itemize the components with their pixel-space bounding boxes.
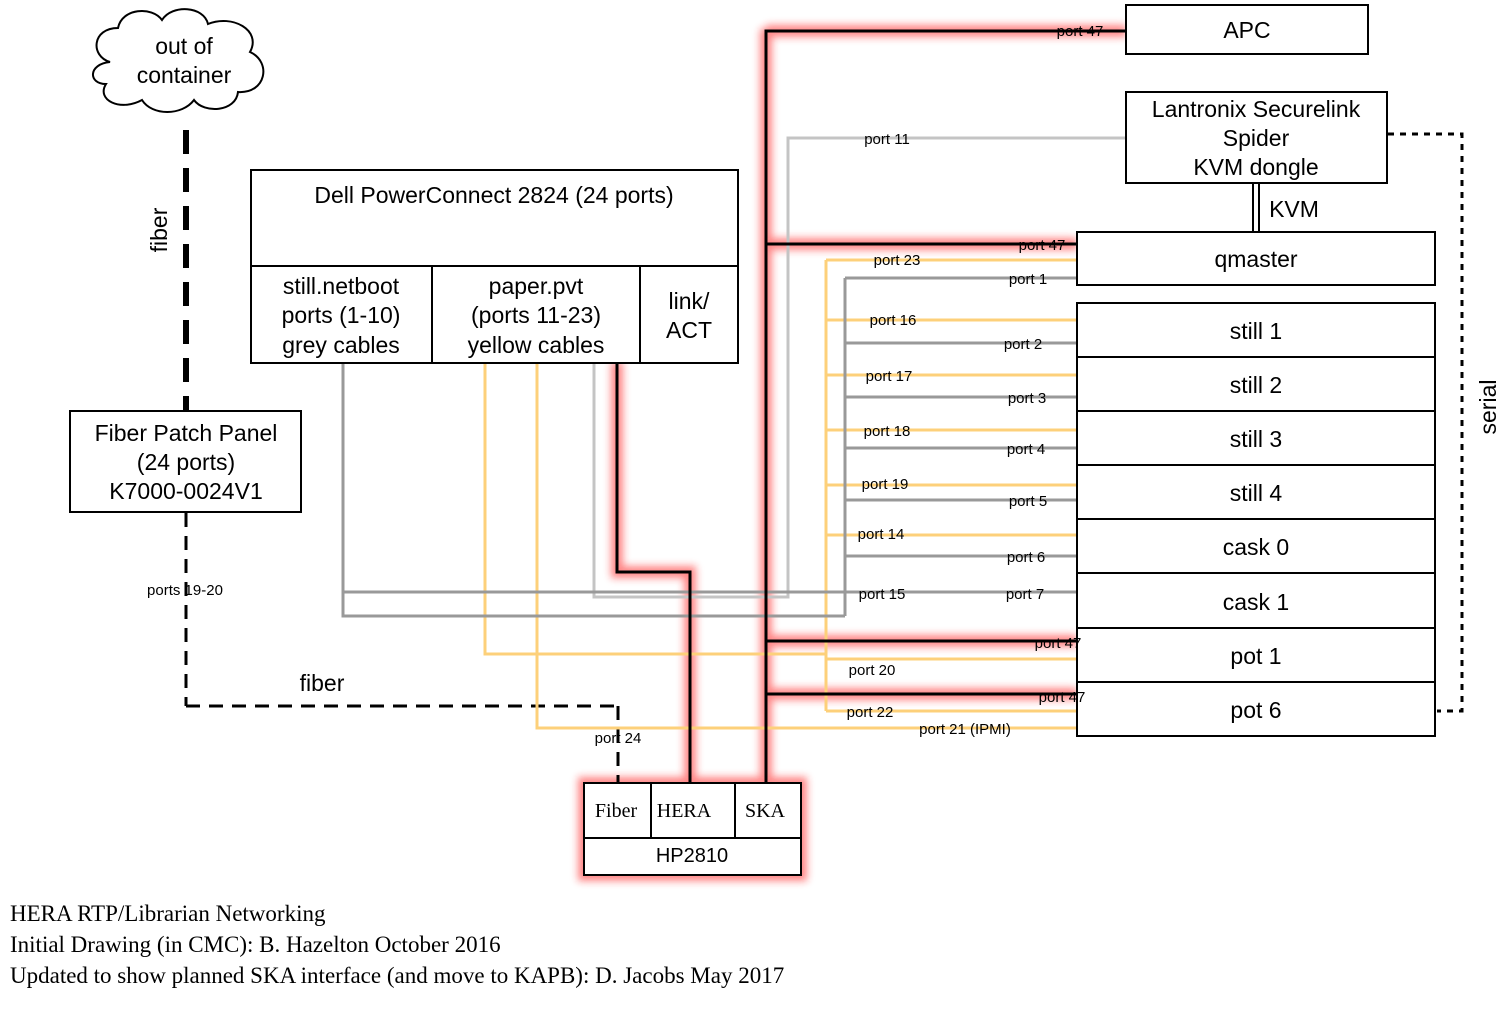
port-label-cask0-grey: port 6 — [1007, 549, 1045, 566]
paper-pvt-line1: paper.pvt — [489, 273, 584, 299]
fiber-vertical-label: fiber — [146, 207, 172, 252]
port-label-qmaster-yellow: port 23 — [874, 252, 921, 269]
apc-box: APC — [1125, 4, 1369, 55]
node-still-1: still 1 — [1230, 318, 1282, 344]
still-netboot-line3: grey cables — [282, 332, 400, 358]
grey-cables — [341, 276, 1077, 618]
port-label-pot1-ska: port 47 — [1035, 635, 1082, 652]
port-label-cask1-yellow: port 15 — [859, 586, 906, 603]
diagram-credits: HERA RTP/Librarian Networking Initial Dr… — [10, 898, 784, 991]
credits-initial: Initial Drawing (in CMC): B. Hazelton Oc… — [10, 932, 501, 957]
link-act-line1: link/ — [669, 288, 711, 314]
node-still-4: still 4 — [1230, 480, 1283, 506]
paper-pvt-line3: yellow cables — [468, 332, 605, 358]
kvm-label: KVM — [1269, 196, 1319, 222]
port-label-hp-fiber: port 24 — [595, 730, 642, 747]
port-label-ipmi: port 21 (IPMI) — [919, 721, 1011, 738]
lantronix-line2: Spider — [1223, 125, 1290, 151]
link-act-line2: ACT — [666, 317, 712, 343]
fiber-patch-panel: Fiber Patch Panel (24 ports) K7000-0024V… — [69, 410, 302, 513]
fiber-links — [183, 130, 620, 783]
serial-label: serial — [1475, 380, 1501, 435]
light-grey-cable — [592, 136, 1126, 599]
node-still-2: still 2 — [1230, 372, 1282, 398]
hp-port-fiber: Fiber — [595, 800, 638, 822]
still-netboot-line1: still.netboot — [283, 273, 400, 299]
port-label-still3-yellow: port 18 — [864, 423, 911, 440]
lantronix-line1: Lantronix Securelink — [1152, 96, 1361, 122]
port-label-pot1-yellow: port 20 — [849, 662, 896, 679]
node-cask-1: cask 1 — [1223, 589, 1289, 615]
fiber-horizontal-label: fiber — [300, 670, 345, 696]
lantronix-box: Lantronix Securelink Spider KVM dongle — [1125, 91, 1388, 184]
port-label-still3-grey: port 4 — [1007, 441, 1045, 458]
port-label-pot6-yellow: port 22 — [847, 704, 894, 721]
serial-link — [1388, 132, 1464, 713]
port-label-still4-yellow: port 19 — [862, 476, 909, 493]
port-label-qmaster-ska: port 47 — [1019, 237, 1066, 254]
black-cables — [615, 29, 1126, 783]
port-label-still1-grey: port 2 — [1004, 336, 1042, 353]
hp2810-name: HP2810 — [656, 845, 728, 867]
port-label-apc: port 47 — [1057, 23, 1104, 40]
credits-title: HERA RTP/Librarian Networking — [10, 901, 326, 926]
cloud-label-line1: out of — [155, 33, 213, 59]
node-still-3: still 3 — [1230, 426, 1282, 452]
fiber-panel-line2: (24 ports) — [137, 449, 235, 475]
port-labels: port 47 port 11 port 47 port 23 port 1 p… — [147, 23, 1103, 747]
hp-port-hera: HERA — [657, 800, 712, 822]
port-label-panel: ports 19-20 — [147, 582, 223, 599]
port-label-cask1-grey: port 7 — [1006, 586, 1044, 603]
node-qmaster: qmaster — [1214, 246, 1297, 272]
dell-powerconnect-switch: Dell PowerConnect 2824 (24 ports) still.… — [250, 169, 739, 364]
kvm-link — [1252, 183, 1260, 232]
node-cask-0: cask 0 — [1223, 534, 1289, 560]
port-label-still4-grey: port 5 — [1009, 493, 1047, 510]
node-pot-6: pot 6 — [1230, 697, 1281, 723]
port-label-pot6-ska: port 47 — [1039, 689, 1086, 706]
port-label-still2-yellow: port 17 — [866, 368, 913, 385]
still-netboot-line2: ports (1-10) — [282, 302, 401, 328]
dell-title: Dell PowerConnect 2824 (24 ports) — [314, 182, 673, 208]
port-label-still2-grey: port 3 — [1008, 390, 1046, 407]
fiber-panel-line1: Fiber Patch Panel — [95, 420, 278, 446]
paper-pvt-line2: (ports 11-23) — [471, 302, 601, 328]
hp-port-ska: SKA — [745, 800, 786, 822]
apc-label: APC — [1223, 17, 1270, 43]
port-label-still1-yellow: port 16 — [870, 312, 917, 329]
port-label-lantronix: port 11 — [864, 131, 910, 148]
lantronix-line3: KVM dongle — [1193, 154, 1318, 180]
credits-update: Updated to show planned SKA interface (a… — [10, 963, 785, 988]
port-label-qmaster-grey: port 1 — [1009, 271, 1047, 288]
port-label-cask0-yellow: port 14 — [858, 526, 905, 543]
cloud-label-line2: container — [137, 62, 232, 88]
out-of-container-cloud: out of container — [92, 8, 265, 113]
hp2810-switch: Fiber HERA SKA HP2810 — [583, 782, 802, 876]
node-pot-1: pot 1 — [1230, 643, 1281, 669]
fiber-panel-line3: K7000-0024V1 — [109, 478, 262, 504]
server-nodes: qmaster still 1 still 2 still 3 still 4 … — [1076, 231, 1436, 737]
